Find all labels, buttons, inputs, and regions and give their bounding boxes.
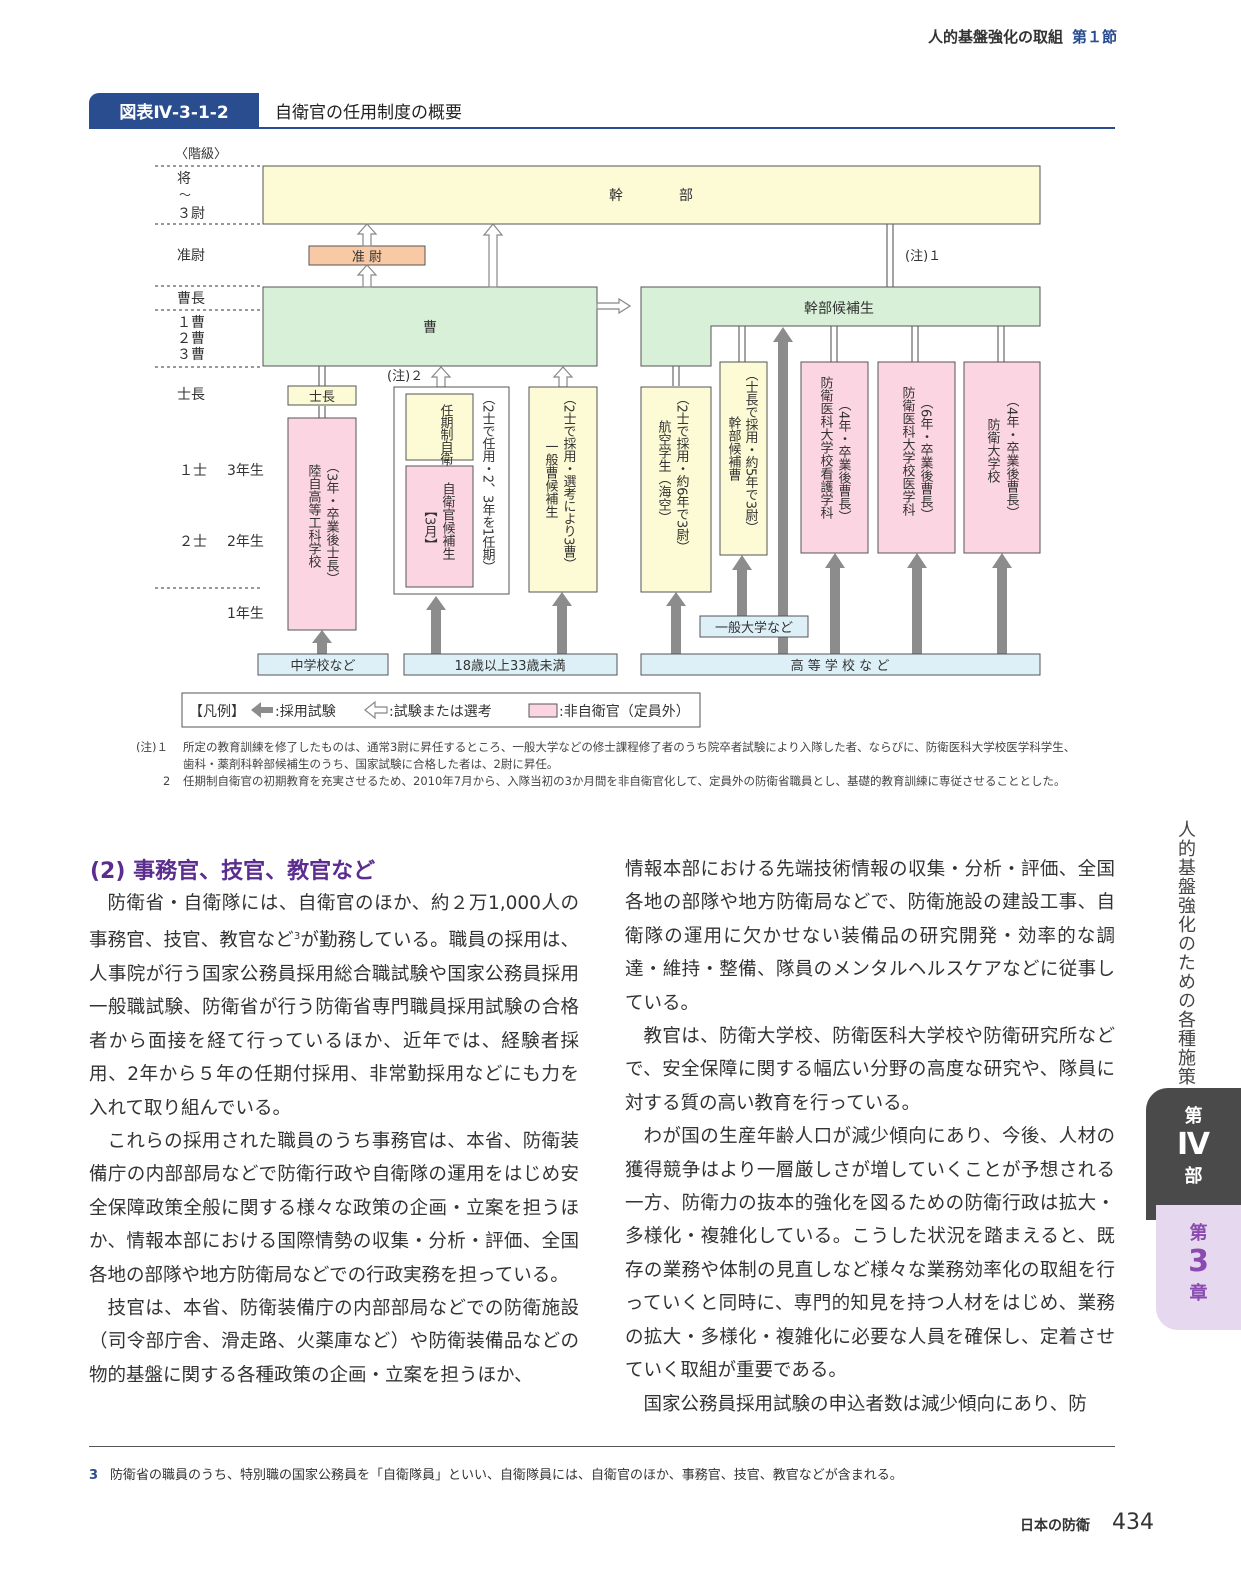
- part-num: Ⅳ: [1177, 1127, 1210, 1162]
- rank-tilde: ～: [179, 188, 191, 202]
- box-ninki: 任期制自衛官: [438, 404, 454, 477]
- box-ippan-daigaku: 一般大学など: [715, 620, 793, 636]
- legend-exam-arrow-icon: [251, 702, 273, 718]
- rank-2sou: ２曹: [177, 331, 205, 347]
- box-igaku-note: （6年・卒業後曹長）: [918, 396, 934, 521]
- legend-nonsdf: :非自衛官（定員外）: [559, 704, 690, 720]
- footer-publication: 日本の防衛: [1020, 1518, 1090, 1534]
- box-chugakko: 中学校など: [290, 658, 355, 674]
- legend-exam: :採用試験: [275, 704, 336, 720]
- year-3: 3年生: [227, 463, 264, 479]
- page-number: 434: [1112, 1510, 1154, 1535]
- left-paragraph-2: これらの採用された職員のうち事務官は、本省、防衛装備庁の内部部局などで防衛行政や…: [89, 1131, 579, 1286]
- note-1-label: (注)１: [905, 249, 941, 264]
- left-paragraph-1: 防衛省・自衛隊には、自衛官のほか、約２万1,000人の事務官、技官、教官など3が…: [89, 893, 579, 1119]
- right-paragraph-2: 教官は、防衛大学校、防衛医科大学校や防衛研究所などで、安全保障に関する幅広い分野…: [625, 1026, 1115, 1114]
- figure-title: 自衛官の任用制度の概要: [275, 103, 462, 123]
- right-paragraph-1: 情報本部における先端技術情報の収集・分析・評価、全国各地の部隊や地方防衛局などで…: [625, 859, 1115, 1014]
- box-kouhosei: 自衛官候補生: [440, 482, 456, 560]
- box-kanbu-kouho: 幹部候補生: [804, 300, 874, 317]
- box-kango: 防衛医科大学校看護学科: [818, 375, 834, 519]
- footnote-rule: [89, 1446, 1115, 1447]
- part-tab: 第 Ⅳ 部: [1146, 1088, 1241, 1220]
- footnote-ref: 3: [293, 931, 301, 943]
- box-koku-note: （2士で採用・約6年で3尉）: [674, 392, 690, 553]
- box-kanbu: 幹 部: [609, 187, 693, 204]
- footnote: 3 防衛省の職員のうち、特別職の国家公務員を「自衛隊員」といい、自衛隊員には、自衛…: [89, 1464, 903, 1483]
- box-kosen-note: （3年・卒業後士長）: [324, 460, 340, 585]
- box-ippan-sou: 一般曹候補生: [543, 440, 559, 518]
- box-bodai: 防衛大学校: [985, 417, 1001, 483]
- left-paragraph-3: 技官は、本省、防衛装備庁の内部部局などでの防衛施設（司令部庁舎、滑走路、火薬庫な…: [89, 1298, 579, 1386]
- note-2-label: (注)２: [387, 369, 423, 384]
- rank-junni: 准尉: [177, 248, 205, 264]
- legend-select-arrow-icon: [364, 700, 388, 720]
- side-section-title: 人的基盤強化のための各種施策: [1175, 820, 1196, 1086]
- year-2: 2年生: [227, 534, 264, 550]
- header-chapter-title: 人的基盤強化の取組: [928, 28, 1064, 46]
- year-1: 1年生: [227, 606, 264, 622]
- box-igaku: 防衛医科大学校医学科: [900, 385, 916, 516]
- box-koku: 航空学生（海空）: [656, 419, 672, 524]
- body-right-column: 情報本部における先端技術情報の収集・分析・評価、全国各地の部隊や地方防衛局などで…: [625, 853, 1115, 1421]
- rank-socho: 曹長: [177, 291, 205, 307]
- box-junni: 准 尉: [352, 250, 382, 265]
- figure-note-2-label: 2: [163, 774, 171, 788]
- rank-1shi: １士: [179, 463, 207, 479]
- rank-shicho: 士長: [177, 387, 205, 403]
- rank-3sou: ３曹: [177, 347, 205, 363]
- chap-sho: 章: [1189, 1283, 1208, 1304]
- body-left-column: 防衛省・自衛隊には、自衛官のほか、約２万1,000人の事務官、技官、教官など3が…: [89, 887, 579, 1392]
- box-kosen: 陸自高等工科学校: [306, 463, 322, 568]
- part-dai: 第: [1184, 1106, 1203, 1127]
- footnote-text: 防衛省の職員のうち、特別職の国家公務員を「自衛隊員」といい、自衛隊員には、自衛官…: [110, 1468, 903, 1483]
- figure-badge: 図表Ⅳ-3-1-2: [89, 93, 259, 127]
- rank-1sou: １曹: [177, 315, 205, 331]
- career-diagram: 〈階級〉 将 ～ ３尉 准尉 曹長 １曹 ２曹 ３曹 士長 １士 3年生 ２士 …: [155, 147, 1041, 728]
- box-kouhosei-note: 【3月】: [422, 504, 438, 551]
- box-kango-note: （4年・卒業後曹長）: [836, 398, 852, 523]
- rank-3i: ３尉: [177, 206, 205, 222]
- figure-note-2: 任期制自衛官の初期教育を充実させるため、2010年7月から、入隊当初の3か月間を…: [183, 774, 1066, 788]
- rank-header: 〈階級〉: [175, 147, 227, 162]
- rank-2shi: ２士: [179, 534, 207, 550]
- box-ninki-note: （2士で任用・2、3年を1任期）: [480, 392, 496, 573]
- right-paragraph-3: わが国の生産年齢人口が減少傾向にあり、今後、人材の獲得競争はより一層厳しさが増し…: [625, 1126, 1115, 1382]
- figure-note-1: 所定の教育訓練を修了したものは、通常3尉に昇任するところ、一般大学などの修士課程…: [183, 740, 1076, 771]
- chapter-tab: 第 3 章: [1156, 1205, 1241, 1330]
- box-age: 18歳以上33歳未満: [454, 659, 565, 674]
- figure-title-rule: [89, 127, 1115, 129]
- legend-head: 【凡例】: [189, 704, 245, 720]
- chap-num: 3: [1188, 1244, 1209, 1279]
- header-section: 第１節: [1072, 28, 1118, 46]
- box-sou: 曹: [423, 320, 437, 336]
- chap-dai: 第: [1189, 1223, 1208, 1244]
- box-ippan-sou-note: （2士で採用・選考により3曹）: [561, 392, 577, 570]
- box-bodai-note: （4年・卒業後曹長）: [1004, 394, 1020, 519]
- box-kanbu-sou-note: （士長で採用・約5年で3尉）: [743, 368, 759, 534]
- box-kanbu-sou: 幹部候補曹: [726, 415, 742, 482]
- box-koko: 高 等 学 校 な ど: [791, 658, 890, 674]
- legend-pink-swatch: [528, 703, 558, 718]
- rank-shou: 将: [177, 171, 191, 187]
- right-paragraph-4: 国家公務員採用試験の申込者数は減少傾向にあり、防: [643, 1393, 1087, 1415]
- box-shicho: 士長: [309, 390, 335, 405]
- section-heading: (2) 事務官、技官、教官など: [90, 859, 376, 884]
- footnote-number: 3: [89, 1468, 99, 1483]
- part-bu: 部: [1184, 1166, 1203, 1187]
- legend-select: :試験または選考: [389, 704, 492, 720]
- figure-note-1-label: (注)１: [136, 740, 168, 754]
